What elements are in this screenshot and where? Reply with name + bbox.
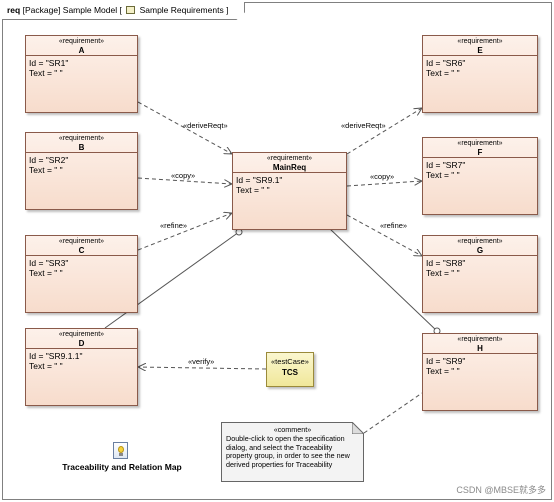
containment-mainreq-h[interactable]	[328, 227, 438, 332]
requirement-stereotype: «requirement»	[266, 155, 313, 162]
copy-relation-f[interactable]	[346, 181, 422, 187]
refine-label-left: «refine»	[160, 221, 188, 230]
requirement-b[interactable]: «requirement» B Id = "SR2" Text = " "	[25, 132, 138, 210]
requirement-header: «requirement» B	[26, 133, 137, 153]
requirement-header: «requirement» C	[26, 236, 137, 256]
requirement-stereotype: «requirement»	[457, 336, 503, 343]
requirement-id: Id = "SR8"	[426, 258, 466, 268]
derive-relation-e[interactable]	[346, 108, 422, 155]
comment-stereotype: «comment»	[273, 425, 312, 434]
requirement-id: Id = "SR2"	[29, 155, 69, 165]
requirement-text: Text = " "	[29, 68, 63, 78]
requirement-text: Text = " "	[426, 170, 460, 180]
requirement-name: A	[78, 46, 85, 55]
requirement-id: Id = "SR1"	[29, 58, 69, 68]
refine-label-right: «refine»	[380, 221, 408, 230]
requirement-stereotype: «requirement»	[457, 38, 503, 45]
diagram-icon	[126, 6, 135, 14]
requirement-text: Text = " "	[29, 165, 63, 175]
requirement-id: Id = "SR9"	[426, 356, 466, 366]
requirement-text: Text = " "	[426, 68, 460, 78]
requirement-stereotype: «requirement»	[457, 238, 503, 245]
requirement-e[interactable]: «requirement» E Id = "SR6" Text = " "	[422, 35, 538, 113]
requirement-stereotype: «requirement»	[457, 140, 503, 147]
requirement-stereotype: «requirement»	[58, 38, 105, 45]
requirement-name: B	[78, 143, 85, 152]
diagram-frame-header: req [Package] Sample Model [ Sample Requ…	[2, 2, 245, 20]
lightbulb-icon[interactable]	[113, 442, 128, 459]
verify-label: «verify»	[188, 357, 215, 366]
diagram-context: [Package] Sample Model [	[22, 5, 122, 15]
requirement-header: «requirement» G	[423, 236, 537, 256]
test-case-tcs[interactable]: «testCase» TCS	[266, 352, 314, 387]
requirement-name: G	[476, 246, 484, 255]
diagram-name: Sample Requirements	[139, 5, 224, 15]
derive-label-right: «deriveReqt»	[341, 121, 386, 130]
requirement-id: Id = "SR7"	[426, 160, 466, 170]
comment-anchor-line	[363, 392, 423, 434]
requirement-stereotype: «requirement»	[58, 135, 105, 142]
refine-relation-c[interactable]	[137, 213, 232, 251]
requirement-a[interactable]: «requirement» A Id = "SR1" Text = " "	[25, 35, 138, 113]
requirement-header: «requirement» D	[26, 329, 137, 349]
comment-line: Double-click to open the specification	[226, 434, 345, 443]
traceability-map-label[interactable]: Traceability and Relation Map	[62, 462, 182, 472]
requirement-name: MainReq	[272, 163, 307, 172]
watermark: CSDN @MBSE就多多	[456, 485, 546, 495]
requirement-id: Id = "SR3"	[29, 258, 69, 268]
derive-label-left: «deriveReqt»	[183, 121, 228, 130]
requirement-name: D	[78, 339, 85, 348]
requirement-header: «requirement» A	[26, 36, 137, 56]
derive-relation-a[interactable]	[137, 101, 232, 154]
requirement-f[interactable]: «requirement» F Id = "SR7" Text = " "	[422, 137, 538, 215]
verify-relation[interactable]	[138, 367, 267, 369]
comment-line: dialog, and select the Traceability	[226, 442, 333, 452]
requirement-d[interactable]: «requirement» D Id = "SR9.1.1" Text = " …	[25, 328, 138, 406]
comment-fold-corner	[352, 422, 364, 434]
requirement-text: Text = " "	[426, 268, 460, 278]
diagram-close-bracket: ]	[226, 5, 229, 15]
requirement-stereotype: «requirement»	[58, 331, 105, 338]
requirement-name: H	[477, 344, 483, 353]
refine-relation-g[interactable]	[346, 214, 422, 256]
diagram-type-keyword: req	[7, 5, 21, 15]
requirement-g[interactable]: «requirement» G Id = "SR8" Text = " "	[422, 235, 538, 313]
requirement-id: Id = "SR6"	[426, 58, 466, 68]
requirement-text: Text = " "	[236, 185, 270, 195]
requirement-header: «requirement» F	[423, 138, 537, 158]
requirement-header: «requirement» E	[423, 36, 537, 56]
requirement-text: Text = " "	[29, 361, 63, 371]
requirement-name: F	[477, 148, 483, 157]
requirement-id: Id = "SR9.1.1"	[29, 351, 83, 361]
copy-label-right: «copy»	[370, 172, 395, 181]
comment-line: derived properties for Traceability	[226, 460, 333, 470]
test-case-stereotype: «testCase»	[271, 357, 309, 366]
requirement-header: «requirement» MainReq	[233, 153, 346, 173]
requirement-h[interactable]: «requirement» H Id = "SR9" Text = " "	[422, 333, 538, 411]
requirement-text: Text = " "	[29, 268, 63, 278]
test-case-name: TCS	[282, 368, 298, 377]
requirement-text: Text = " "	[426, 366, 460, 376]
copy-label-left: «copy»	[171, 171, 196, 180]
requirement-mainreq[interactable]: «requirement» MainReq Id = "SR9.1" Text …	[232, 152, 347, 230]
requirement-stereotype: «requirement»	[58, 238, 105, 245]
requirement-id: Id = "SR9.1"	[236, 175, 283, 185]
comment-line: property group, in order to see the new	[226, 451, 350, 461]
comment-note[interactable]: «comment» Double-click to open the speci…	[221, 422, 364, 482]
requirement-name: C	[78, 246, 85, 255]
requirement-c[interactable]: «requirement» C Id = "SR3" Text = " "	[25, 235, 138, 313]
requirement-header: «requirement» H	[423, 334, 537, 354]
requirement-name: E	[477, 46, 483, 55]
copy-relation-b[interactable]	[137, 177, 232, 184]
